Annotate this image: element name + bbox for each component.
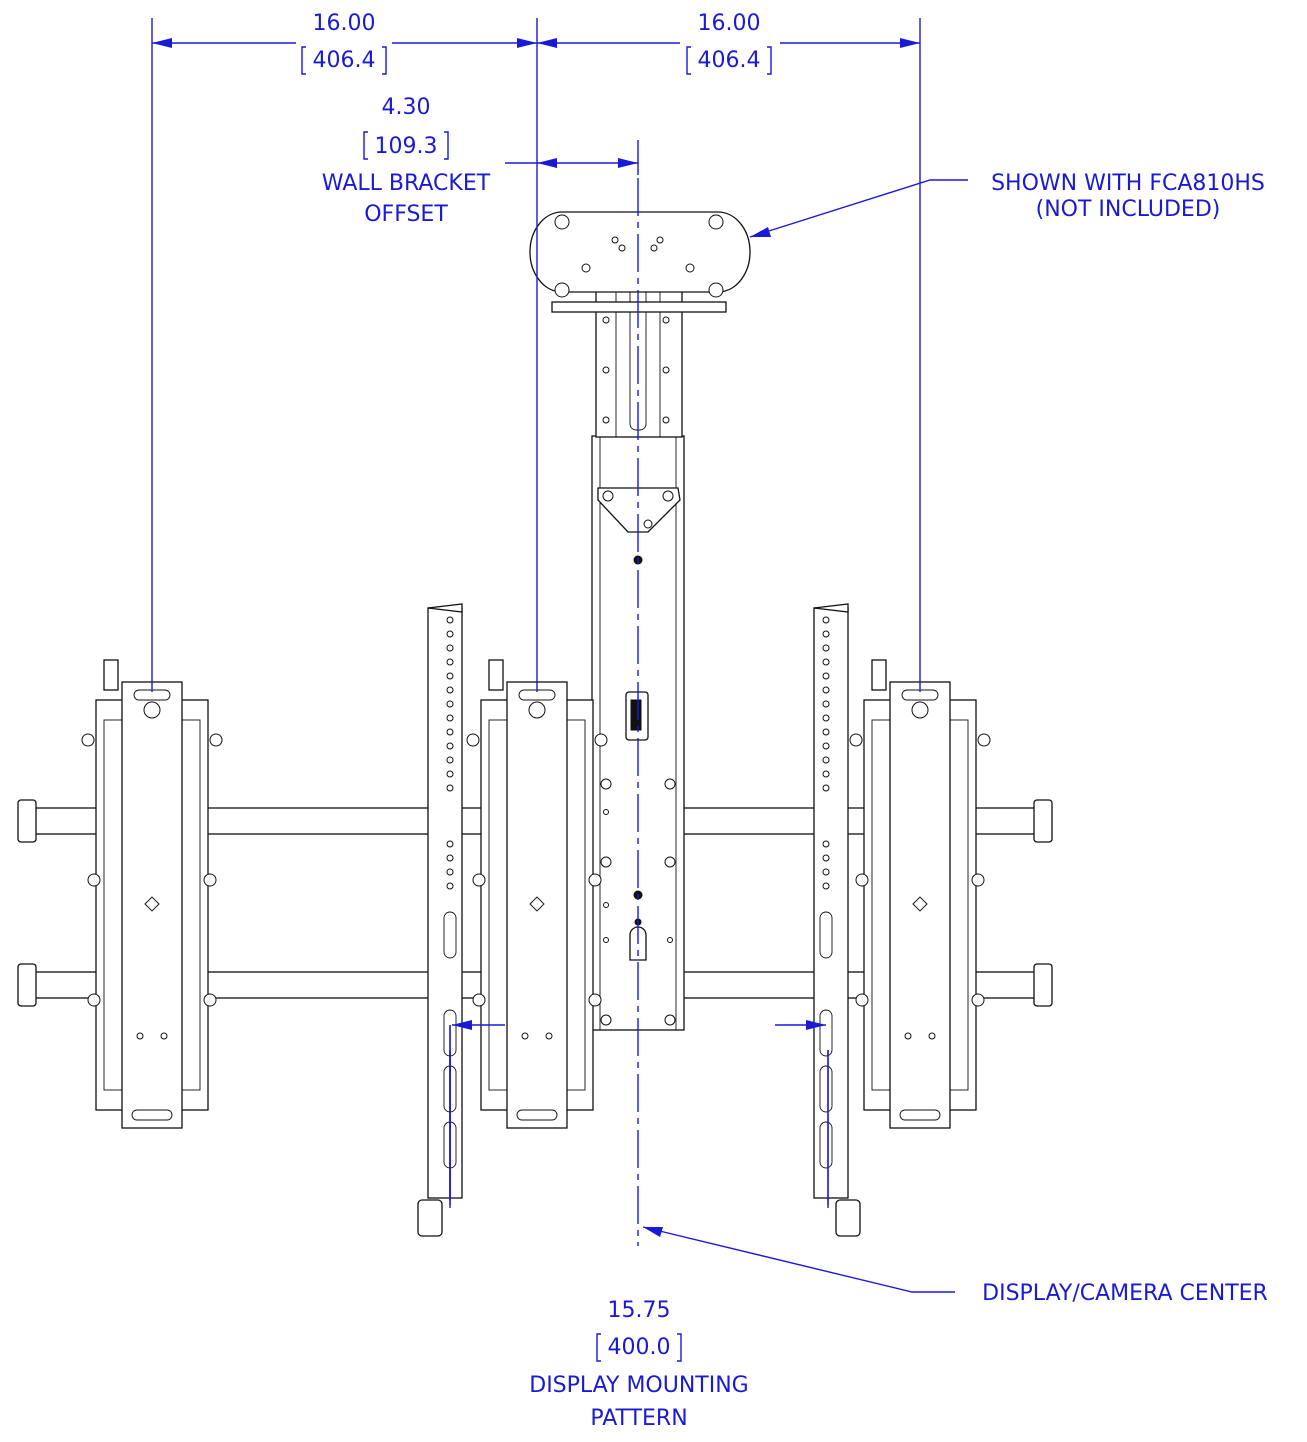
bracket-left: [596, 1333, 601, 1362]
callout-center-text: DISPLAY/CAMERA CENTER: [982, 1281, 1268, 1306]
wall-bracket-center: [466, 659, 608, 1129]
callout-accessory-line2: (NOT INCLUDED): [1036, 197, 1221, 222]
callout-accessory: SHOWN WITH FCA810HS (NOT INCLUDED): [991, 171, 1265, 222]
dim-offset-inch: 4.30: [382, 95, 431, 120]
bracket-left: [686, 46, 691, 75]
dim-top-left: 16.00 406.4: [301, 11, 387, 75]
callout-leaders: [642, 179, 968, 1293]
bracket-right: [677, 1333, 682, 1362]
bracket-left: [301, 46, 306, 75]
callout-accessory-line1: SHOWN WITH FCA810HS: [991, 171, 1265, 196]
dimension-lines: [151, 18, 921, 1246]
dim-top-right-mm: 406.4: [698, 48, 761, 73]
dim-bottom-mm: 400.0: [608, 1335, 671, 1360]
wall-bracket-right: [849, 659, 991, 1129]
dim-offset: 4.30 109.3 WALL BRACKET OFFSET: [322, 95, 491, 227]
bracket-right: [382, 46, 387, 75]
display-arm-left: [417, 603, 463, 1237]
mount-assembly: [17, 211, 1053, 1237]
bracket-right: [444, 131, 449, 160]
dim-bottom-inch: 15.75: [608, 1298, 671, 1323]
dim-top-right: 16.00 406.4: [686, 11, 772, 75]
accessory-plate: [529, 211, 751, 313]
dim-bottom-label-1: DISPLAY MOUNTING: [529, 1373, 748, 1398]
dim-offset-label-1: WALL BRACKET: [322, 171, 491, 196]
dim-offset-label-2: OFFSET: [364, 202, 448, 227]
dim-offset-mm: 109.3: [375, 134, 438, 159]
bracket-right: [767, 46, 772, 75]
wall-bracket-left: [81, 659, 223, 1129]
dim-bottom-label-2: PATTERN: [590, 1406, 687, 1431]
dim-bottom: 15.75 400.0 DISPLAY MOUNTING PATTERN: [529, 1298, 748, 1431]
display-arm-right: [813, 603, 861, 1237]
dim-top-right-inch: 16.00: [698, 11, 761, 36]
dim-top-left-inch: 16.00: [313, 11, 376, 36]
bracket-left: [363, 131, 368, 160]
dim-top-left-mm: 406.4: [313, 48, 376, 73]
callout-center: DISPLAY/CAMERA CENTER: [982, 1281, 1268, 1306]
